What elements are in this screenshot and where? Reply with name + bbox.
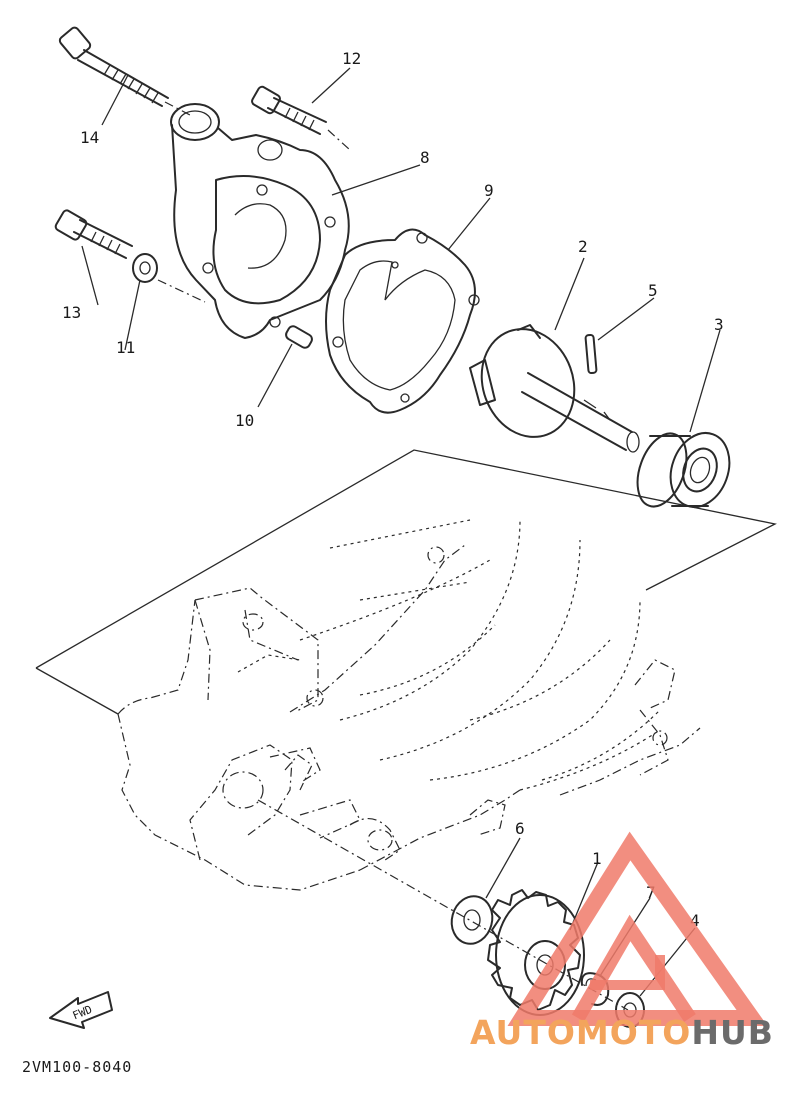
bolt-12 xyxy=(251,85,351,151)
watermark-brand-part2: HUB xyxy=(691,1013,774,1052)
fwd-arrow-icon: FWD xyxy=(49,991,113,1029)
callout-10: 10 xyxy=(235,411,254,430)
callout-6: 6 xyxy=(515,819,525,838)
impeller-shaft-2 xyxy=(469,324,640,453)
pump-cover-8 xyxy=(170,103,350,339)
washer-11 xyxy=(132,253,206,303)
dowel-pin-10 xyxy=(285,325,313,349)
watermark-logo-icon xyxy=(507,831,768,1026)
callout-5: 5 xyxy=(648,281,658,300)
callout-2: 2 xyxy=(578,237,588,256)
bearing-3 xyxy=(636,432,731,508)
callout-8: 8 xyxy=(420,148,430,167)
drawing-code: 2VM100-8040 xyxy=(22,1058,133,1076)
callout-3: 3 xyxy=(714,315,724,334)
gasket-9 xyxy=(325,228,480,414)
watermark-brand-part1: AUTOMOTO xyxy=(470,1013,692,1052)
pin-5 xyxy=(584,333,598,375)
reference-plane xyxy=(35,449,777,715)
callout-12: 12 xyxy=(342,49,361,68)
callouts: 12 14 8 9 2 5 13 3 11 10 6 1 7 4 xyxy=(62,49,724,930)
washer-6 xyxy=(450,895,494,945)
callout-14: 14 xyxy=(80,128,99,147)
callout-13: 13 xyxy=(62,303,81,322)
callout-7: 7 xyxy=(646,883,656,902)
watermark-brand: AUTOMOTOHUB xyxy=(470,1013,774,1052)
callout-11: 11 xyxy=(116,338,135,357)
shaft-centerline xyxy=(257,799,629,1011)
callout-9: 9 xyxy=(484,181,494,200)
bolt-13 xyxy=(54,209,133,259)
bolt-14 xyxy=(58,26,191,116)
callout-4: 4 xyxy=(690,911,700,930)
crankcase xyxy=(117,544,701,891)
crankcase-inner-lines xyxy=(237,519,661,791)
callout-1: 1 xyxy=(592,849,602,868)
